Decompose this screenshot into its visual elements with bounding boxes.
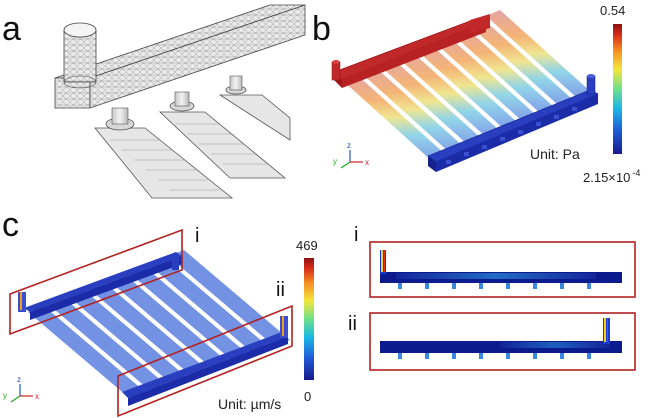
panel-b-scale-min: 2.15×10-4 <box>583 168 640 185</box>
panel-c-scale-min: 0 <box>304 389 311 404</box>
axis-x-label: x <box>365 158 369 167</box>
callout-frame-i <box>9 228 183 336</box>
axis-y-label: y <box>333 157 337 166</box>
panel-b-label: b <box>312 10 331 48</box>
panel-b-colorbar <box>613 24 622 154</box>
panel-b-scale-max: 0.54 <box>600 3 625 18</box>
axis-x-label: x <box>35 392 39 401</box>
panel-c-scale-max: 469 <box>296 238 318 253</box>
panel-c-label: c <box>2 206 19 244</box>
panel-b-channels <box>342 10 590 161</box>
axis-z-label: z <box>17 375 21 384</box>
inset-ii: ii <box>348 312 636 371</box>
panel-c: c i ii <box>2 206 636 418</box>
panel-a-manifold <box>54 4 306 109</box>
axis-z-label: z <box>347 141 351 150</box>
inset-label-ii: ii <box>348 313 357 335</box>
panel-c-inlet-manifold <box>18 252 182 320</box>
panel-a-channels <box>94 94 291 199</box>
panel-c-channels <box>28 250 290 402</box>
panel-c-outlet-manifold <box>122 316 288 406</box>
panel-c-unit-label: Unit: µm/s <box>218 396 281 412</box>
panel-b-inlet-manifold <box>331 14 490 88</box>
callout-frame-ii <box>117 304 293 418</box>
inset-i: i <box>354 224 636 298</box>
panel-c-colorbar <box>304 258 314 380</box>
panel-c-axis-triad: z x y <box>3 375 39 403</box>
panel-a-label: a <box>2 10 21 48</box>
panel-b-outlet-manifold <box>427 74 599 172</box>
inset-i-frame <box>369 241 636 298</box>
panel-a-inlet-cylinder <box>63 22 97 89</box>
panel-b-unit-label: Unit: Pa <box>530 146 580 162</box>
panel-c-color-scale: 469 0 <box>296 238 318 404</box>
axis-y-label: y <box>3 391 7 400</box>
callout-label-ii: ii <box>276 279 285 301</box>
panel-b: b <box>312 3 640 185</box>
panel-a: a <box>2 4 306 199</box>
inset-label-i: i <box>354 224 358 246</box>
panel-b-axis-triad: z x y <box>333 141 369 169</box>
panel-b-color-scale: 0.54 2.15×10-4 <box>583 3 640 185</box>
callout-label-i: i <box>195 225 199 247</box>
